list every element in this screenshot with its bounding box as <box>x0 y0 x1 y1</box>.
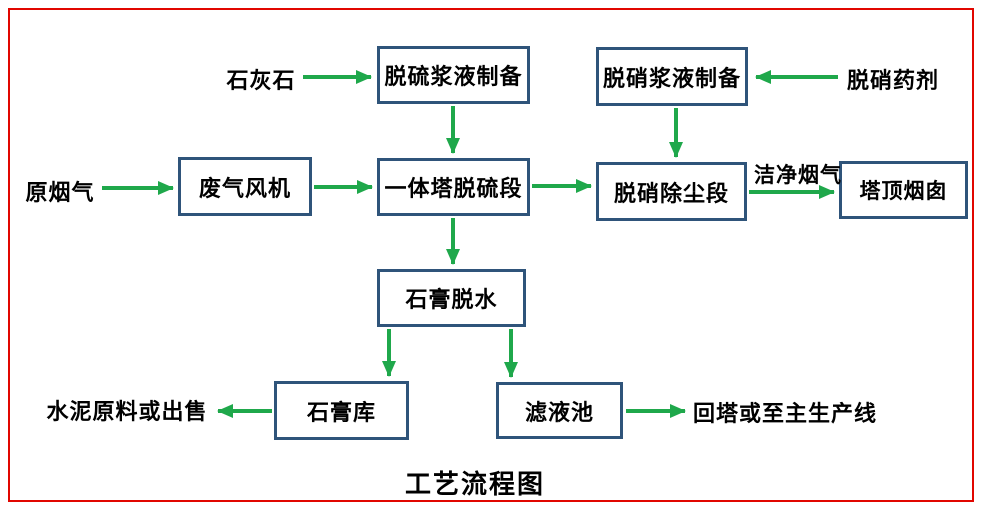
label-denitr-agent: 脱硝药剂 <box>846 68 939 93</box>
node-filtrate-pool: 滤液池 <box>496 382 623 439</box>
label-clean-flue-gas: 洁净烟气 <box>754 163 842 187</box>
node-top-chimney: 塔顶烟囱 <box>839 161 968 219</box>
node-denitr-dust-section: 脱硝除尘段 <box>596 162 747 221</box>
diagram-title: 工艺流程图 <box>404 469 545 499</box>
label-raw-flue-gas: 原烟气 <box>25 180 95 205</box>
diagram-border-frame <box>8 8 974 502</box>
label-cement-or-sale: 水泥原料或出售 <box>46 399 208 424</box>
node-desulf-slurry-prep: 脱硫浆液制备 <box>377 46 530 104</box>
label-return-to-tower: 回塔或至主生产线 <box>692 401 877 426</box>
node-gypsum-storage: 石膏库 <box>274 381 409 440</box>
node-denitr-slurry-prep: 脱硝浆液制备 <box>596 47 748 106</box>
label-limestone: 石灰石 <box>226 68 296 93</box>
node-tower-desulf-section: 一体塔脱硫段 <box>377 158 530 216</box>
node-gypsum-dewatering: 石膏脱水 <box>377 269 526 327</box>
node-waste-gas-fan: 废气风机 <box>178 157 312 216</box>
